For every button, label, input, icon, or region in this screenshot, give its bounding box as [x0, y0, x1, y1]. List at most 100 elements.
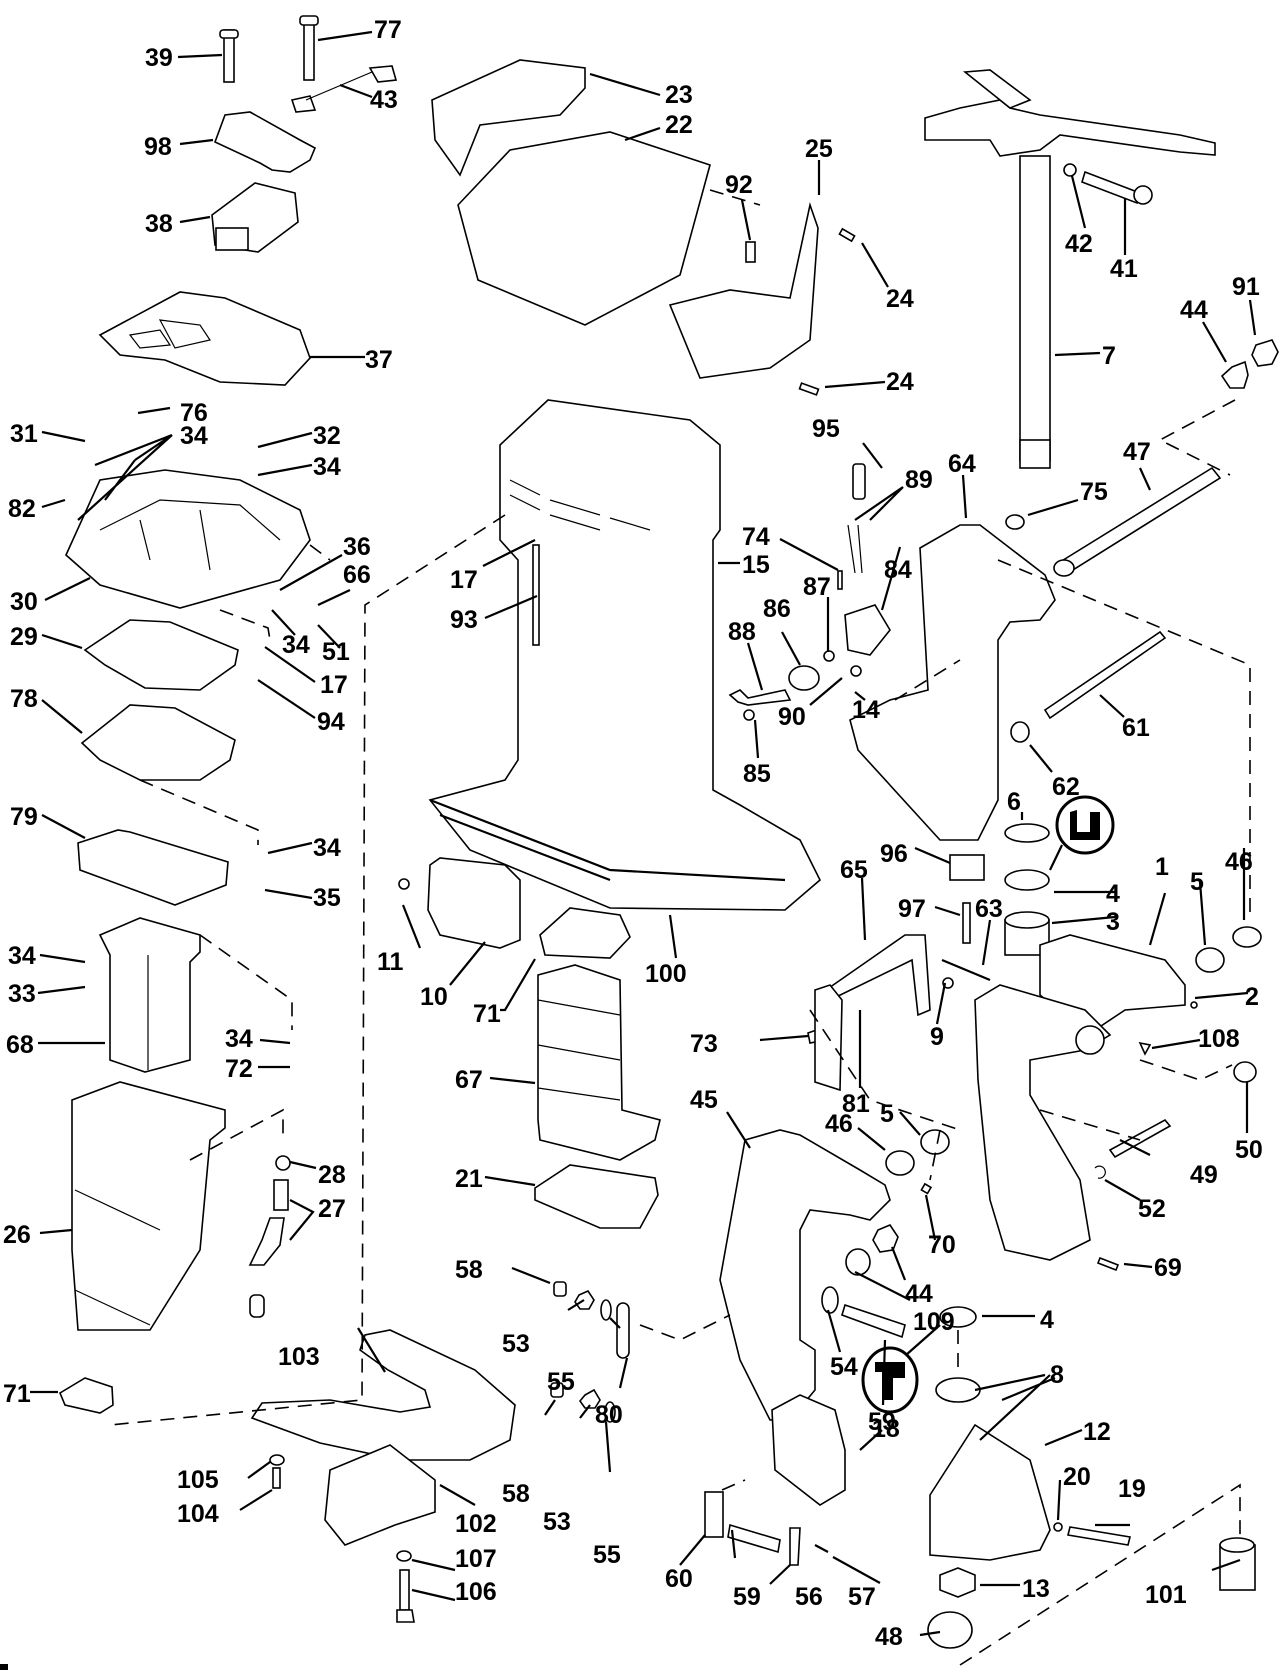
callout-64: 64 — [948, 450, 976, 478]
callout-93: 93 — [450, 606, 478, 634]
part-101-bushing — [1219, 1537, 1256, 1591]
part-71-seal-left — [58, 1377, 114, 1414]
callout-41: 41 — [1110, 255, 1138, 283]
part-58-spacer-lower — [550, 1382, 564, 1398]
part-79-gasket — [77, 829, 229, 906]
callout-60: 60 — [665, 1565, 693, 1593]
part-64-bracket — [849, 524, 1056, 841]
part-52-clip — [1094, 1165, 1106, 1179]
part-20-washer — [1053, 1522, 1063, 1532]
callout-3: 3 — [1106, 908, 1120, 936]
callout-34-d: 34 — [313, 834, 341, 862]
part-77-bolt — [299, 15, 319, 81]
callout-76: 76 — [180, 399, 208, 427]
callout-14: 14 — [852, 696, 880, 724]
part-105-washer — [269, 1454, 285, 1466]
callout-20: 20 — [1063, 1463, 1091, 1491]
part-22-cover — [457, 131, 711, 326]
part-95-fitting — [852, 463, 866, 500]
callout-29: 29 — [10, 623, 38, 651]
part-108-plug — [1138, 1041, 1152, 1056]
callout-67: 67 — [455, 1066, 483, 1094]
callout-88: 88 — [728, 618, 756, 646]
callout-101: 101 — [1145, 1581, 1187, 1609]
callout-17-a: 17 — [320, 671, 348, 699]
callout-70: 70 — [928, 1231, 956, 1259]
callout-55-b: 55 — [593, 1541, 621, 1569]
callout-4-b: 4 — [1040, 1306, 1054, 1334]
callout-42: 42 — [1065, 230, 1093, 258]
callout-98: 98 — [144, 133, 172, 161]
callout-34-c: 34 — [282, 631, 310, 659]
callout-73: 73 — [690, 1030, 718, 1058]
part-15-midsection — [428, 399, 821, 911]
part-92-bolt — [745, 241, 756, 263]
callout-84: 84 — [884, 556, 912, 584]
callout-23: 23 — [665, 81, 693, 109]
part-44-nut-lower — [872, 1224, 899, 1253]
callout-7: 7 — [1102, 342, 1116, 370]
part-2-screw — [1190, 1001, 1198, 1009]
callout-63: 63 — [975, 895, 1003, 923]
callout-43: 43 — [370, 86, 398, 114]
callout-17-b: 17 — [450, 566, 478, 594]
part-5-bushing-left — [920, 1129, 950, 1155]
part-85-nut — [743, 709, 755, 721]
callout-36: 36 — [343, 533, 371, 561]
part-75-plug — [1005, 514, 1025, 530]
part-27-hoses — [248, 1179, 289, 1318]
callout-13: 13 — [1022, 1575, 1050, 1603]
part-50-bushing — [1233, 1061, 1257, 1083]
part-59-bolt-lower — [727, 1523, 781, 1554]
page-corner-mark — [0, 1664, 8, 1670]
part-24-screw-lower — [798, 382, 820, 396]
callout-33: 33 — [8, 980, 36, 1008]
part-93-bolt — [532, 544, 540, 646]
callout-21: 21 — [455, 1165, 483, 1193]
callout-34-a: 34 — [180, 422, 208, 450]
callout-2: 2 — [1245, 983, 1259, 1011]
callout-46-b: 46 — [825, 1110, 853, 1138]
callout-4-a: 4 — [1106, 880, 1120, 908]
callout-12: 12 — [1083, 1418, 1111, 1446]
callout-72: 72 — [225, 1055, 253, 1083]
part-48-cap — [927, 1611, 973, 1649]
callout-53-a: 53 — [502, 1330, 530, 1358]
callout-105: 105 — [177, 1466, 219, 1494]
part-53-nut-upper — [574, 1289, 595, 1310]
part-109-bushing — [845, 1248, 871, 1276]
callout-71-b: 71 — [473, 1000, 501, 1028]
part-6-washer — [1004, 823, 1050, 843]
part-57-screw — [814, 1544, 829, 1553]
callout-102: 102 — [455, 1510, 497, 1538]
part-61-lever — [1043, 630, 1167, 720]
callout-labels: 39 77 43 98 38 37 76 31 34 32 34 82 36 6… — [3, 16, 1263, 1651]
callout-35: 35 — [313, 884, 341, 912]
callout-54: 54 — [830, 1353, 858, 1381]
part-41-bolt — [1081, 170, 1153, 205]
part-54-washer — [821, 1286, 839, 1314]
callout-85: 85 — [743, 760, 771, 788]
callout-10: 10 — [420, 983, 448, 1011]
part-96-block — [949, 854, 985, 881]
callout-97: 97 — [898, 895, 926, 923]
part-46-washer-left — [885, 1150, 915, 1176]
part-59-bolt-upper — [841, 1303, 906, 1339]
part-10-cover — [427, 857, 521, 949]
callout-91: 91 — [1232, 273, 1260, 301]
part-58-spacer-upper — [553, 1281, 567, 1297]
callout-53-b: 53 — [543, 1508, 571, 1536]
callout-65: 65 — [840, 856, 868, 884]
part-7-steering-shaft — [924, 69, 1216, 469]
part-102-pad — [324, 1444, 436, 1546]
part-86-clip — [788, 665, 820, 691]
callout-86: 86 — [763, 595, 791, 623]
callout-81: 81 — [842, 1090, 870, 1118]
part-90-fastener — [850, 665, 862, 677]
part-44-nut-upper — [1220, 360, 1249, 389]
callout-19: 19 — [1118, 1475, 1146, 1503]
part-29-plate — [83, 619, 239, 691]
part-5-bushing-right — [1195, 947, 1225, 973]
callout-6: 6 — [1007, 788, 1021, 816]
callout-94: 94 — [317, 708, 345, 736]
